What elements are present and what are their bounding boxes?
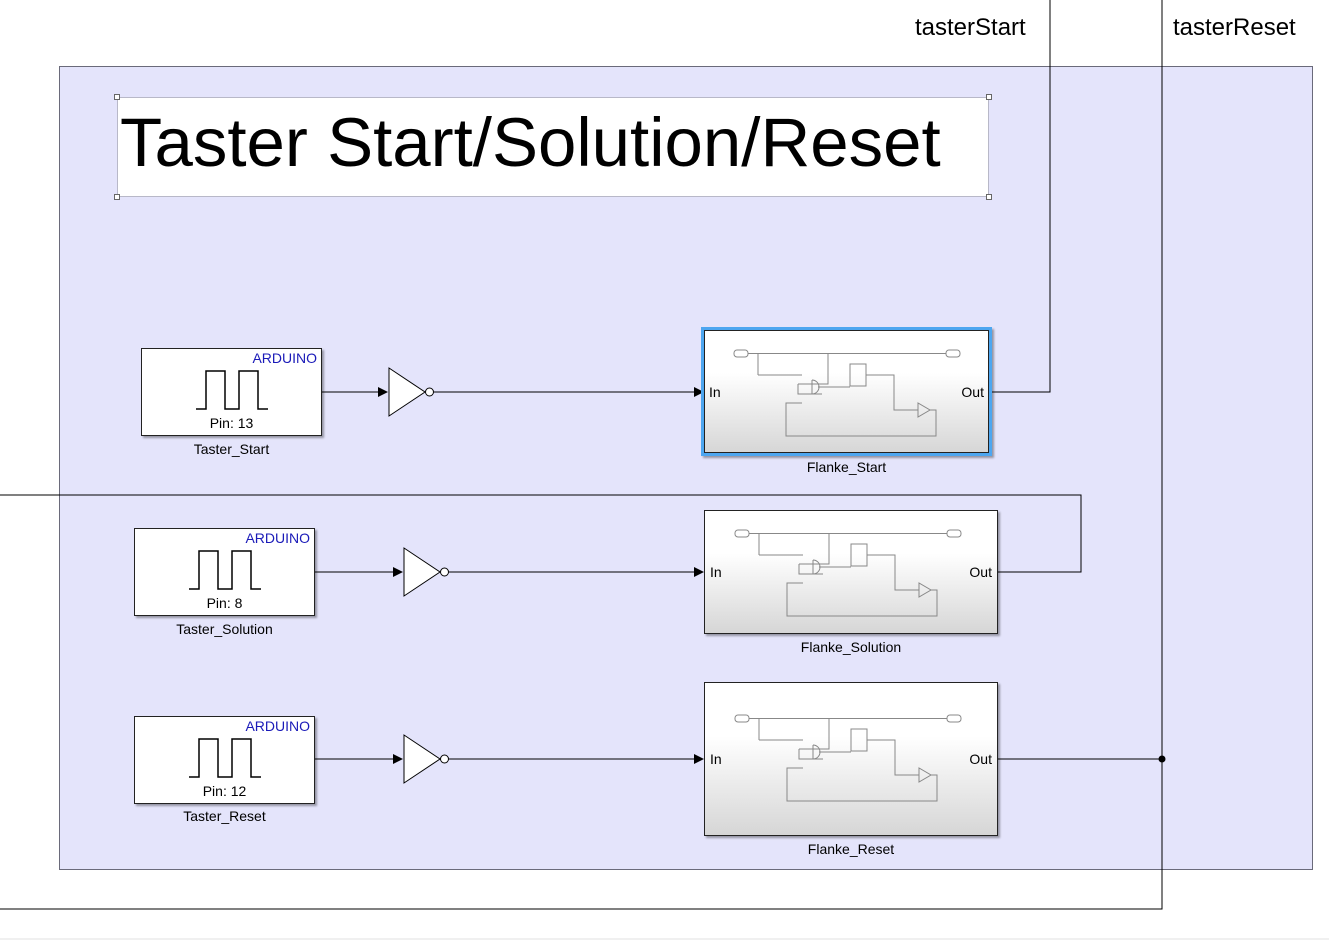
arduino-label: ARDUINO bbox=[245, 718, 310, 734]
arduino-block-solution[interactable]: ARDUINO Pin: 8 bbox=[134, 528, 315, 616]
signal-label-tasterStart[interactable]: tasterStart bbox=[915, 14, 1026, 41]
arduino-block-reset[interactable]: ARDUINO Pin: 12 bbox=[134, 716, 315, 804]
arduino-label: ARDUINO bbox=[245, 530, 310, 546]
subsystem-preview-icon bbox=[734, 714, 962, 802]
in-port-label: In bbox=[710, 564, 722, 580]
resize-handle[interactable] bbox=[114, 194, 120, 200]
subsystem-flanke-reset[interactable]: In Out bbox=[704, 682, 998, 836]
pulse-wave-icon bbox=[189, 738, 261, 778]
pulse-wave-icon bbox=[196, 370, 268, 410]
annotation-title: Taster Start/Solution/Reset bbox=[120, 104, 941, 181]
line-tasterStart bbox=[989, 0, 1051, 393]
block-name-flanke-reset[interactable]: Flanke_Reset bbox=[807, 841, 895, 857]
block-name-flanke-solution[interactable]: Flanke_Solution bbox=[800, 639, 902, 655]
signal-label-tasterReset[interactable]: tasterReset bbox=[1173, 14, 1296, 41]
subsystem-preview-icon bbox=[733, 349, 961, 437]
pulse-wave-icon bbox=[189, 550, 261, 590]
resize-handle[interactable] bbox=[114, 94, 120, 100]
pin-label: Pin: 13 bbox=[209, 415, 254, 431]
pin-label: Pin: 12 bbox=[202, 783, 247, 799]
in-port-label: In bbox=[709, 383, 721, 400]
in-port-label: In bbox=[710, 751, 722, 767]
subsystem-flanke-start[interactable]: In Out bbox=[701, 327, 992, 456]
resize-handle[interactable] bbox=[986, 94, 992, 100]
pin-label: Pin: 8 bbox=[206, 595, 243, 611]
block-name-flanke-start[interactable]: Flanke_Start bbox=[806, 459, 887, 475]
arduino-label: ARDUINO bbox=[252, 350, 317, 366]
arduino-block-start[interactable]: ARDUINO Pin: 13 bbox=[141, 348, 322, 436]
block-name-taster-solution[interactable]: Taster_Solution bbox=[176, 621, 273, 637]
status-bar bbox=[0, 938, 1329, 940]
subsystem-flanke-solution[interactable]: In Out bbox=[704, 510, 998, 634]
resize-handle[interactable] bbox=[986, 194, 992, 200]
not-gate-solution bbox=[403, 547, 449, 597]
out-port-label: Out bbox=[961, 383, 984, 400]
not-gate-reset bbox=[403, 734, 449, 784]
block-name-taster-start[interactable]: Taster_Start bbox=[193, 441, 270, 457]
branch-point bbox=[1158, 755, 1166, 763]
not-gate-start bbox=[388, 367, 434, 417]
out-port-label: Out bbox=[969, 751, 992, 767]
out-port-label: Out bbox=[969, 564, 992, 580]
title-annotation[interactable]: Taster Start/Solution/Reset bbox=[117, 97, 989, 197]
subsystem-preview-icon bbox=[734, 529, 962, 617]
line-tasterReset bbox=[0, 0, 1163, 910]
block-name-taster-reset[interactable]: Taster_Reset bbox=[183, 808, 266, 824]
line-flanke-solution-out bbox=[0, 494, 1082, 573]
